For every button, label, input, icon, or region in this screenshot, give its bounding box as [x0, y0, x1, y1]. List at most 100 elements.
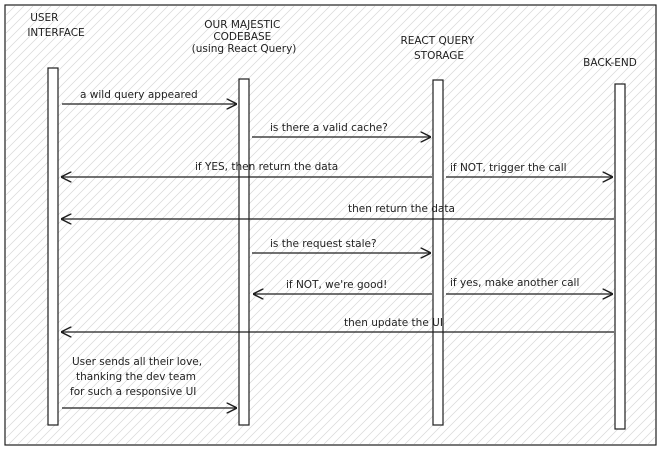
hatch-line	[5, 5, 223, 223]
message-make-another-call: if yes, make another call	[450, 277, 579, 289]
hatch-line	[5, 5, 106, 106]
actor-label-user-interface: USER INTERFACE	[27, 12, 84, 39]
lifeline-user-interface	[47, 67, 59, 426]
hatch-line	[5, 5, 367, 367]
hatch-line	[5, 5, 439, 439]
hatch-line	[269, 58, 656, 445]
hatch-line	[8, 5, 448, 445]
actor-label-react-query-storage: REACT QUERY STORAGE	[401, 35, 478, 62]
hatch-line	[5, 5, 70, 70]
hatch-line	[80, 5, 520, 445]
hatch-line	[5, 5, 250, 250]
actor-label-back-end: BACK-END	[583, 57, 637, 69]
hatch-line	[134, 5, 574, 445]
diagram-frame	[4, 4, 657, 446]
hatch-line	[602, 391, 656, 445]
hatch-line	[5, 5, 52, 52]
hatch-line	[5, 5, 16, 16]
hatch-line	[620, 409, 656, 445]
hatch-line	[485, 274, 656, 445]
hatch-line	[323, 112, 656, 445]
hatch-line	[5, 5, 187, 187]
hatch-line	[116, 5, 556, 445]
message-backend-return-data: then return the data	[348, 203, 455, 215]
message-update-the-ui: then update the UI	[344, 317, 443, 329]
hatch-line	[539, 328, 656, 445]
hatch-line	[368, 157, 656, 445]
hatch-line	[5, 5, 412, 412]
hatch-line	[521, 310, 656, 445]
hatch-line	[386, 175, 656, 445]
hatch-line	[152, 5, 592, 445]
hatch-line	[98, 5, 538, 445]
hatch-line	[233, 22, 656, 445]
hatch-line	[35, 5, 475, 445]
actor-label-codebase: OUR MAJESTIC CODEBASE (using React Query…	[192, 19, 297, 55]
hatch-line	[5, 5, 61, 61]
hatch-line	[5, 5, 178, 178]
message-valid-cache-check: is there a valid cache?	[270, 122, 388, 134]
lifeline-react-query-storage	[432, 79, 444, 426]
hatch-line	[611, 400, 656, 445]
hatch-line	[647, 436, 656, 445]
hatch-line	[5, 5, 331, 331]
hatch-line	[5, 5, 196, 196]
hatch-line	[278, 67, 656, 445]
hatch-line	[5, 5, 205, 205]
hatch-line	[89, 5, 529, 445]
hatch-line	[188, 5, 628, 445]
message-a-wild-query-appeared: a wild query appeared	[80, 89, 198, 101]
hatch-line	[494, 283, 656, 445]
message-not-stale-good: if NOT, we're good!	[286, 279, 387, 291]
hatch-line	[179, 5, 619, 445]
lifeline-back-end	[614, 83, 626, 430]
hatch-line	[629, 418, 656, 445]
hatch-line	[5, 5, 232, 232]
hatch-line	[566, 355, 656, 445]
hatch-line	[557, 346, 656, 445]
hatch-line	[5, 5, 358, 358]
hatch-line	[5, 5, 43, 43]
lifeline-codebase	[238, 78, 250, 426]
hatch-line	[5, 5, 88, 88]
hatch-line	[548, 337, 656, 445]
hatch-line	[638, 427, 656, 445]
hatch-line	[17, 5, 457, 445]
hatch-line	[332, 121, 656, 445]
hatch-line	[197, 5, 637, 445]
hatch-line	[530, 319, 656, 445]
hatch-line	[341, 130, 656, 445]
message-request-stale-check: is the request stale?	[270, 238, 377, 250]
message-user-sends-love: User sends all their love, thanking the …	[70, 356, 205, 398]
hatch-line	[5, 5, 340, 340]
hatch-line	[125, 5, 565, 445]
hatch-line	[5, 5, 241, 241]
hatch-line	[5, 5, 79, 79]
hatch-line	[44, 5, 484, 445]
hatch-line	[260, 49, 656, 445]
message-trigger-the-call: if NOT, trigger the call	[450, 162, 567, 174]
hatch-line	[503, 292, 656, 445]
hatch-line	[53, 5, 493, 445]
hatch-line	[5, 5, 124, 124]
hatch-line	[5, 5, 142, 142]
hatch-line	[206, 5, 646, 445]
hatch-line	[242, 31, 656, 445]
hatch-line	[5, 5, 133, 133]
hatch-line	[305, 94, 656, 445]
message-return-cached-data: if YES, then return the data	[195, 161, 338, 173]
hatch-line	[161, 5, 601, 445]
hatch-line	[5, 5, 34, 34]
hatch-line	[5, 5, 430, 430]
hatch-line	[5, 5, 25, 25]
hatch-line	[350, 139, 656, 445]
hatch-line	[5, 5, 376, 376]
hatch-line	[5, 5, 160, 160]
hatch-line	[404, 193, 656, 445]
hatch-line	[71, 5, 511, 445]
hatch-line	[62, 5, 502, 445]
hatch-line	[5, 5, 421, 421]
hatch-line	[5, 5, 151, 151]
hatch-line	[5, 5, 115, 115]
